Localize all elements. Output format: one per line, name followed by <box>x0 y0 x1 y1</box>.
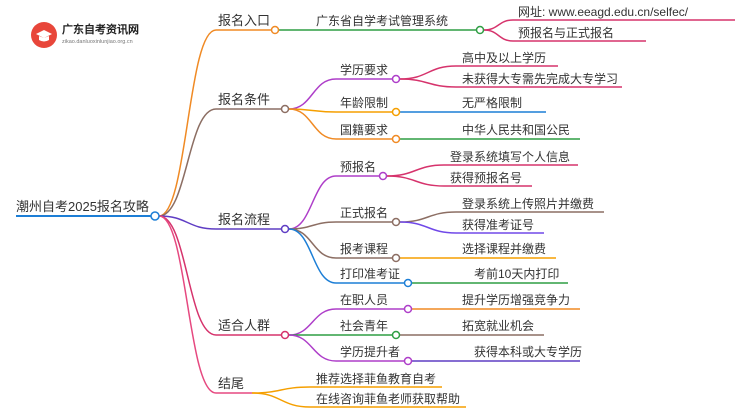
subbranch-joint <box>391 134 401 144</box>
subbranch-joint <box>378 171 388 181</box>
root-connector <box>158 215 217 336</box>
branch-joint <box>270 25 280 35</box>
subbranch-label: 广东省自学考试管理系统 <box>316 13 448 28</box>
subbranch-joint <box>475 25 485 35</box>
root-joint <box>150 211 160 221</box>
leaf-label: 无严格限制 <box>462 95 522 110</box>
root-connector <box>158 215 217 394</box>
graduation-cap-shape <box>36 30 52 42</box>
branch-joint <box>280 224 290 234</box>
leaf-connector <box>399 211 457 223</box>
subbranch-label: 学历提升者 <box>340 344 400 359</box>
root-node: 潮州自考2025报名攻略 <box>16 199 160 221</box>
site-logo: 广东自考资讯网 zikao.danluoxinlunjiao.org.cn <box>31 22 139 48</box>
leaf-label: 中华人民共和国公民 <box>462 122 570 137</box>
leaf-label: 获得准考证号 <box>462 217 534 232</box>
root-connector <box>158 29 217 217</box>
branch-target-audience: 适合人群 在职人员 提升学历增强竞争力 社会青年 拓宽就业机会 学历提升者 获得… <box>216 292 582 366</box>
branch-label: 适合人群 <box>218 318 270 333</box>
leaf-label: 未获得大专需先完成大专学习 <box>462 71 618 86</box>
branch-connector <box>288 221 337 230</box>
root-label: 潮州自考2025报名攻略 <box>16 199 149 214</box>
branch-connector <box>288 334 337 362</box>
leaf-label: 预报名与正式报名 <box>518 25 614 40</box>
branch-label: 报名流程 <box>218 212 270 227</box>
subbranch-label: 推荐选择菲鱼教育自考 <box>316 371 436 386</box>
branch-registration-conditions: 报名条件 学历要求 高中及以上学历 未获得大专需先完成大专学习 年龄限制 无严格… <box>216 50 622 144</box>
leaf-label: 拓宽就业机会 <box>462 318 534 333</box>
branch-connector <box>288 228 337 259</box>
subbranch-label: 报考课程 <box>340 241 388 256</box>
subbranch-label: 在线咨询菲鱼老师获取帮助 <box>316 391 460 406</box>
subbranch-joint <box>403 304 413 314</box>
subbranch-label: 预报名 <box>340 159 376 174</box>
root-connector <box>158 215 217 230</box>
subbranch-label: 正式报名 <box>340 205 388 220</box>
branch-label: 报名条件 <box>218 92 270 107</box>
branch-connector <box>288 308 337 336</box>
branch-label: 报名入口 <box>218 13 270 28</box>
leaf-label: 提升学历增强竞争力 <box>462 292 570 307</box>
branch-connector <box>251 386 311 394</box>
branch-connector <box>288 228 337 284</box>
branch-joint <box>280 104 290 114</box>
leaf-connector <box>483 19 514 31</box>
subbranch-joint <box>391 74 401 84</box>
subbranch-joint <box>403 356 413 366</box>
leaf-connector <box>386 164 445 177</box>
branch-registration-entry: 报名入口 广东省自学考试管理系统 网址: www.eeagd.edu.cn/se… <box>216 5 735 42</box>
leaf-label: 获得预报名号 <box>450 170 522 185</box>
leaf-label: 网址: www.eeagd.edu.cn/selfec/ <box>518 5 689 19</box>
branch-registration-process: 报名流程 预报名 登录系统填写个人信息 获得预报名号 正式报名 登录系统上传照片… <box>216 149 604 288</box>
subbranch-joint <box>391 217 401 227</box>
subbranch-joint <box>403 278 413 288</box>
subbranch-label: 社会青年 <box>340 318 388 333</box>
subbranch-label: 在职人员 <box>340 293 388 307</box>
subbranch-joint <box>391 253 401 263</box>
branch-connector <box>288 108 337 140</box>
subbranch-label: 打印准考证 <box>340 267 400 281</box>
leaf-connector <box>399 65 457 80</box>
subbranch-label: 学历要求 <box>340 62 388 77</box>
leaf-label: 高中及以上学历 <box>462 50 546 65</box>
branch-connector <box>288 78 337 110</box>
logo-subtitle: zikao.danluoxinlunjiao.org.cn <box>62 39 133 45</box>
logo-title: 广东自考资讯网 <box>62 22 139 36</box>
leaf-label: 考前10天内打印 <box>474 266 559 281</box>
mindmap-connectors <box>158 19 514 408</box>
leaf-label: 获得本科或大专学历 <box>474 344 582 359</box>
subbranch-joint <box>391 330 401 340</box>
subbranch-label: 国籍要求 <box>340 122 388 137</box>
leaf-connector <box>386 175 445 187</box>
leaf-connector <box>399 221 457 234</box>
branch-connector <box>251 392 311 408</box>
leaf-connector <box>483 29 514 42</box>
branch-label: 结尾 <box>218 376 244 391</box>
branch-connector <box>288 175 337 230</box>
root-connector <box>158 108 217 217</box>
branch-joint <box>280 330 290 340</box>
subbranch-joint <box>391 107 401 117</box>
leaf-label: 登录系统上传照片并缴费 <box>462 196 594 211</box>
branch-conclusion: 结尾 推荐选择菲鱼教育自考 在线咨询菲鱼老师获取帮助 <box>216 371 466 408</box>
leaf-label: 登录系统填写个人信息 <box>450 149 570 164</box>
leaf-connector <box>399 78 457 88</box>
leaf-label: 选择课程并缴费 <box>462 241 546 256</box>
subbranch-label: 年龄限制 <box>340 96 388 110</box>
